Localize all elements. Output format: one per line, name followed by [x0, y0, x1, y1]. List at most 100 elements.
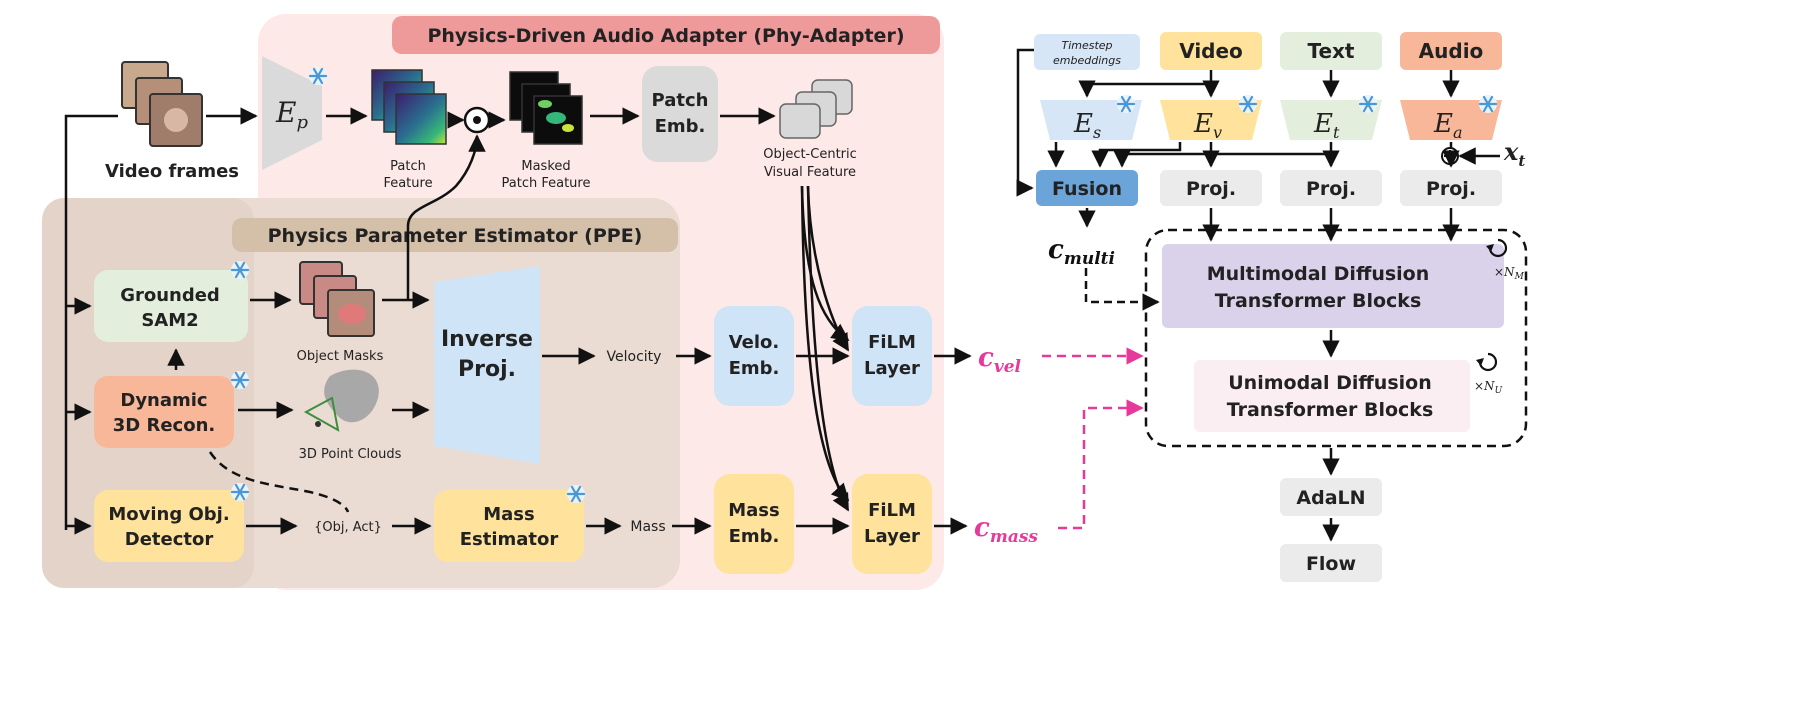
- encoder-ep: [262, 56, 322, 170]
- mm-dit-label-2: Transformer Blocks: [1215, 290, 1422, 312]
- nu-label: ×NU: [1474, 379, 1503, 396]
- point-cloud-icon: [303, 369, 379, 432]
- proj-audio-box: [1400, 170, 1502, 206]
- text-input-box: [1280, 32, 1382, 70]
- video-frames-label: Video frames: [105, 161, 239, 182]
- mass-emb-box: [714, 474, 794, 574]
- velo-emb-label-1: Velo.: [729, 332, 780, 353]
- c-mass-label: cmass: [974, 513, 1038, 547]
- encoder-ep-label: Ep: [275, 96, 308, 133]
- encoder-ea-label: Ea: [1433, 109, 1463, 142]
- grounded-sam2-label-2: SAM2: [141, 310, 198, 331]
- encoder-ea-frozen-icon: [1477, 93, 1499, 115]
- c-vel-label: cvel: [978, 343, 1022, 377]
- velocity-label: Velocity: [607, 349, 662, 365]
- ppe-title-pill: [232, 218, 678, 252]
- grounded-sam2-box: [94, 270, 248, 342]
- encoder-ep-frozen-icon: [307, 65, 329, 87]
- video-frames-icon: [121, 61, 203, 147]
- proj-audio-label: Proj.: [1426, 178, 1476, 200]
- timestep-label-1: Timestep: [1061, 39, 1112, 52]
- patch-feature-label-1: Patch: [390, 159, 426, 174]
- encoder-es-frozen-icon: [1115, 93, 1137, 115]
- patch-emb-label-1: Patch: [652, 90, 709, 111]
- proj-video-box: [1160, 170, 1262, 206]
- mass-estimator-label-2: Estimator: [460, 529, 559, 550]
- phy-adapter-title: Physics-Driven Audio Adapter (Phy-Adapte…: [427, 25, 904, 47]
- encoder-ev: [1160, 100, 1262, 140]
- repeat-icon-uni: [1476, 352, 1498, 372]
- encoder-es-label: Es: [1073, 109, 1101, 142]
- arrows: [64, 48, 1500, 542]
- film-mass-label-1: FiLM: [868, 500, 916, 521]
- moving-obj-label-2: Detector: [125, 529, 214, 550]
- patch-emb-label-2: Emb.: [655, 116, 706, 137]
- adaln-box: [1280, 478, 1382, 516]
- film-layer-vel-box: [852, 306, 932, 406]
- flow-box: [1280, 544, 1382, 582]
- ocvf-label-1: Object-Centric: [763, 147, 857, 162]
- flow-label: Flow: [1306, 553, 1356, 575]
- moving-obj-frozen-icon: [229, 481, 251, 503]
- inverse-proj-label-1: Inverse: [441, 327, 533, 352]
- dynamic-3d-recon-label-1: Dynamic: [120, 390, 207, 411]
- proj-video-label: Proj.: [1186, 178, 1236, 200]
- moving-obj-detector-box: [94, 490, 244, 562]
- mass-label: Mass: [630, 519, 665, 535]
- elementwise-product-icon: [463, 106, 491, 134]
- encoder-et: [1280, 100, 1382, 140]
- nm-label: ×NM: [1494, 265, 1525, 282]
- mm-dit-label-1: Multimodal Diffusion: [1207, 263, 1430, 285]
- film-layer-mass-box: [852, 474, 932, 574]
- patch-emb-box: [642, 66, 718, 162]
- encoder-et-frozen-icon: [1357, 93, 1379, 115]
- grounded-sam2-label-1: Grounded: [120, 285, 220, 306]
- unimodal-dit-box: [1194, 360, 1470, 432]
- timestep-label-2: embeddings: [1053, 54, 1121, 67]
- dynamic-3d-recon-frozen-icon: [229, 369, 251, 391]
- object-masks-icon: [299, 261, 375, 337]
- recon-to-objact-dashed: [208, 451, 350, 513]
- video-input-box: [1160, 32, 1262, 70]
- timestep-emb-box: [1034, 34, 1140, 70]
- audio-input-label: Audio: [1419, 39, 1484, 63]
- mass-estimator-label-1: Mass: [483, 504, 535, 525]
- velo-emb-label-2: Emb.: [729, 358, 780, 379]
- masked-patch-feature-icon: [509, 71, 583, 145]
- masked-patch-label-1: Masked: [521, 159, 570, 174]
- encoder-es: [1040, 100, 1142, 140]
- phy-adapter-title-pill: [392, 16, 940, 54]
- ppe-title: Physics Parameter Estimator (PPE): [268, 225, 643, 247]
- adaln-label: AdaLN: [1296, 487, 1365, 509]
- moving-obj-label-1: Moving Obj.: [108, 504, 229, 525]
- proj-text-box: [1280, 170, 1382, 206]
- mass-emb-label-1: Mass: [728, 500, 780, 521]
- inverse-proj-label-2: Proj.: [458, 357, 516, 382]
- film-vel-label-1: FiLM: [868, 332, 916, 353]
- object-centric-feature-icon: [779, 79, 853, 139]
- encoder-et-label: Et: [1313, 109, 1340, 142]
- c-mass-arrow: [1058, 399, 1144, 530]
- uni-dit-label-2: Transformer Blocks: [1227, 399, 1434, 421]
- film-mass-label-2: Layer: [864, 526, 920, 547]
- video-input-label: Video: [1179, 39, 1243, 63]
- xt-label: xt: [1503, 137, 1525, 170]
- obj-act-label: {Obj, Act}: [314, 520, 382, 535]
- fusion-label: Fusion: [1052, 178, 1122, 200]
- mass-estimator-box: [434, 490, 584, 562]
- mass-estimator-frozen-icon: [565, 483, 587, 505]
- encoder-ea: [1400, 100, 1502, 140]
- mass-emb-label-2: Emb.: [729, 526, 780, 547]
- ocvf-label-2: Visual Feature: [764, 165, 856, 180]
- dynamic-3d-recon-label-2: 3D Recon.: [113, 415, 216, 436]
- add-icon: [1441, 147, 1459, 165]
- dynamic-3d-recon-box: [94, 376, 234, 448]
- encoder-ev-frozen-icon: [1237, 93, 1259, 115]
- velo-emb-box: [714, 306, 794, 406]
- repeat-icon-mm: [1486, 238, 1508, 258]
- patch-feature-label-2: Feature: [383, 176, 432, 191]
- film-vel-label-2: Layer: [864, 358, 920, 379]
- object-masks-label: Object Masks: [297, 349, 384, 364]
